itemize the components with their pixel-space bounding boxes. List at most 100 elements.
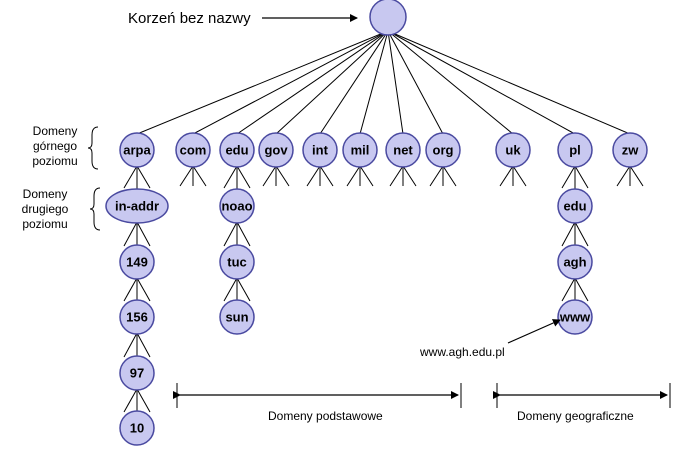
- arpa-node-in-addr-label: in-addr: [115, 199, 159, 214]
- arpa-node-149-shape: [119, 244, 155, 280]
- tld-node-zw-label: zw: [622, 143, 640, 158]
- edge-root-edu: [236, 30, 389, 135]
- tld-node-com-label: com: [180, 143, 207, 158]
- root-circle: [369, 0, 407, 36]
- pl-node-edu: edu: [557, 188, 593, 224]
- fan-net-right: [402, 165, 417, 187]
- edge-root-zw: [387, 30, 631, 135]
- edge-root-pl: [387, 30, 576, 135]
- tld-node-int-shape: [302, 132, 338, 168]
- tld-node-mil-shape: [342, 132, 378, 168]
- arpa-fan-r-0: [136, 165, 151, 189]
- edge-root-int: [319, 30, 389, 135]
- arpa-node-156-label: 156: [126, 310, 148, 325]
- edu-fan-l-2: [223, 277, 238, 302]
- edu-node-sun-label: sun: [225, 310, 248, 325]
- edu-fan-l-1: [223, 221, 238, 247]
- edu-node-noao-shape: [219, 188, 255, 224]
- tld-node-edu-label: edu: [225, 143, 248, 158]
- tld-brace: [87, 126, 99, 170]
- arpa-node-97: 97: [119, 355, 155, 391]
- pl-node-agh: agh: [557, 244, 593, 280]
- edu-node-tuc-label: tuc: [227, 255, 247, 270]
- edu-node-noao-label: noao: [221, 199, 252, 214]
- fan-zw-left: [616, 165, 631, 187]
- arpa-fan-l-1: [123, 221, 138, 247]
- edu-node-tuc: tuc: [219, 244, 255, 280]
- pl-fan-l-0: [561, 165, 576, 189]
- fan-com-right: [192, 165, 207, 187]
- arpa-node-149: 149: [119, 244, 155, 280]
- tld-node-arpa-label: arpa: [123, 143, 151, 158]
- pl-fan-r-2: [574, 277, 589, 302]
- tld-node-mil: mil: [342, 132, 378, 168]
- edu-node-sun: sun: [219, 299, 255, 335]
- arpa-node-156: 156: [119, 299, 155, 335]
- www-annotation: www.agh.edu.pl: [419, 345, 505, 359]
- tld-node-net-shape: [385, 132, 421, 168]
- pl-fan-l-2: [561, 277, 576, 302]
- tld-node-edu: edu: [219, 132, 255, 168]
- www-annotation-arrow: [507, 319, 561, 344]
- pl-node-edu-label: edu: [563, 199, 586, 214]
- tld-node-int-label: int: [312, 143, 329, 158]
- tld-node-uk-shape: [495, 132, 531, 168]
- arpa-fan-l-2: [123, 277, 138, 302]
- tld-label-line-2: górnego: [33, 139, 77, 153]
- tld-node-mil-label: mil: [351, 143, 370, 158]
- tld-node-zw: zw: [612, 132, 648, 168]
- tld-label-line-1: Domeny: [33, 124, 78, 138]
- arpa-node-149-label: 149: [126, 255, 148, 270]
- fan-org-left: [429, 165, 444, 187]
- fan-int-right: [319, 165, 334, 187]
- fan-uk-right: [512, 165, 527, 187]
- edge-root-com: [192, 30, 389, 135]
- arpa-node-in-addr: in-addr: [105, 188, 169, 224]
- arpa-node-10-shape: [119, 410, 155, 446]
- fan-mil-right: [359, 165, 374, 187]
- edge-root-gov: [275, 30, 389, 135]
- fan-net-left: [389, 165, 404, 187]
- arpa-fan-l-4: [123, 388, 138, 413]
- second-level-domains-label: Domeny drugiego poziomu: [22, 187, 101, 231]
- edu-fan-r-1: [236, 221, 251, 247]
- fan-gov-right: [275, 165, 290, 187]
- edu-fan-l-0: [223, 165, 238, 189]
- tld-label-line-3: poziomu: [32, 154, 77, 168]
- pl-node-www: www: [557, 299, 593, 335]
- fan-gov-left: [262, 165, 277, 187]
- tld-node-org-label: org: [433, 143, 454, 158]
- sld-label-line-1: Domeny: [23, 187, 68, 201]
- tld-node-gov-label: gov: [264, 143, 288, 158]
- sld-brace: [89, 187, 101, 231]
- pl-fan-r-1: [574, 221, 589, 247]
- tld-node-org: org: [425, 132, 461, 168]
- edge-root-mil: [359, 30, 389, 135]
- arpa-fan-l-0: [123, 165, 138, 189]
- fan-zw-right: [629, 165, 644, 187]
- geographic-domains-range: Domeny geograficzne: [493, 383, 671, 423]
- tld-node-gov: gov: [258, 132, 294, 168]
- arpa-fan-r-4: [136, 388, 151, 413]
- tld-node-uk-label: uk: [505, 143, 521, 158]
- root-label: Korzeń bez nazwy: [128, 10, 251, 27]
- arpa-node-97-shape: [119, 355, 155, 391]
- edu-fan-r-0: [236, 165, 251, 189]
- arpa-node-10-label: 10: [130, 421, 144, 436]
- arpa-fan-l-3: [123, 332, 138, 358]
- tld-node-pl-shape: [557, 132, 593, 168]
- tld-node-com: com: [175, 132, 211, 168]
- arpa-node-in-addr-shape: [105, 188, 169, 224]
- tld-node-com-shape: [175, 132, 211, 168]
- edu-node-sun-shape: [219, 299, 255, 335]
- fan-mil-left: [346, 165, 361, 187]
- tld-node-pl-label: pl: [569, 143, 581, 158]
- arpa-node-97-label: 97: [130, 366, 144, 381]
- basic-range-label: Domeny podstawowe: [268, 409, 383, 423]
- tld-node-net: net: [385, 132, 421, 168]
- sld-label-line-3: poziomu: [22, 217, 67, 231]
- tld-node-pl: pl: [557, 132, 593, 168]
- pl-node-edu-shape: [557, 188, 593, 224]
